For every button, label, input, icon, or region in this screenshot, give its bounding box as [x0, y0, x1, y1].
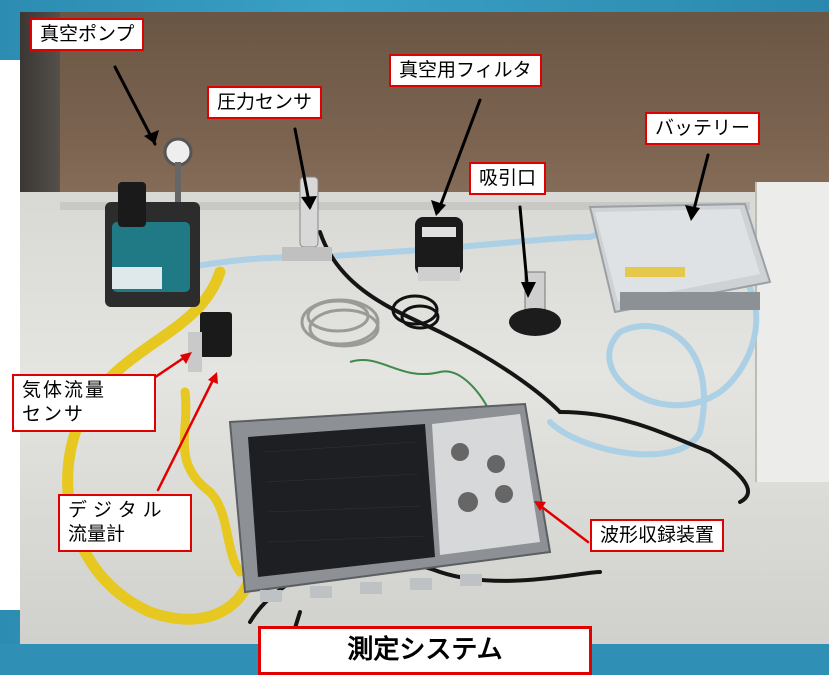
label-gas-flow-sensor-line1: 気体流量 — [22, 379, 107, 401]
desk-edge-shadow — [60, 202, 750, 210]
label-battery: バッテリー — [645, 112, 761, 145]
arrow-digital-flowmeter — [156, 374, 217, 492]
label-vacuum-pump: 真空ポンプ — [30, 18, 145, 51]
bottom-caption: 測定システム — [258, 626, 592, 675]
waveform-recorder-device — [228, 402, 552, 602]
pressure-sensor-device — [282, 176, 332, 261]
label-vacuum-filter: 真空用フィルタ — [389, 54, 542, 87]
arrow-waveform-recorder — [536, 502, 590, 544]
label-digital-flowmeter: デジタル 流量計 — [58, 494, 192, 552]
label-pressure-sensor: 圧力センサ — [207, 86, 323, 119]
label-gas-flow-sensor: 気体流量 センサ — [12, 374, 156, 432]
slide-left-panel — [0, 60, 20, 610]
yellow-hose-2 — [179, 387, 245, 577]
arrow-vacuum-pump — [113, 65, 157, 146]
arrow-suction-port — [518, 205, 530, 296]
equipment-drawing — [62, 65, 772, 644]
pointer-arrows — [113, 65, 710, 544]
vacuum-pump-device — [105, 137, 200, 307]
suction-port-device — [509, 271, 561, 336]
vacuum-filter-device — [415, 217, 463, 281]
label-digital-flowmeter-line2: 流量計 — [68, 522, 126, 545]
vacuum-tube-loop — [547, 249, 760, 458]
gas-flow-sensor-device — [188, 312, 232, 372]
arrow-battery — [690, 153, 710, 219]
vacuum-tube-main — [187, 234, 593, 270]
label-gas-flow-sensor-line2: センサ — [22, 402, 86, 425]
battery-device — [588, 202, 772, 314]
label-digital-flowmeter-line1: デジタル — [68, 499, 168, 521]
arrow-pressure-sensor — [293, 127, 312, 209]
label-waveform-recorder: 波形収録装置 — [590, 519, 725, 552]
label-suction-port: 吸引口 — [469, 162, 547, 195]
sensor-cable — [318, 230, 562, 414]
arrow-vacuum-filter — [436, 98, 482, 214]
battery-cable — [558, 410, 750, 504]
